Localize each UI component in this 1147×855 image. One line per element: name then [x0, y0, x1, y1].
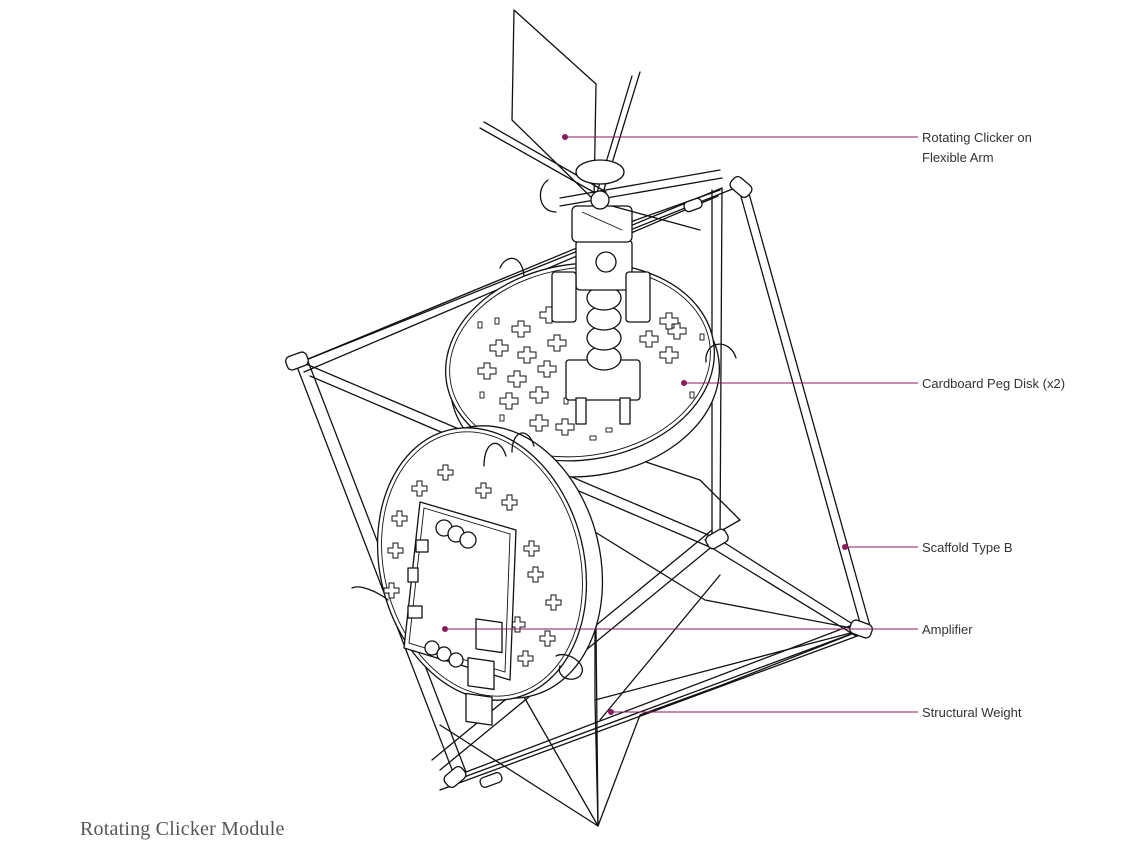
flexible-arm-column [551, 205, 651, 425]
callout-peg-disk: Cardboard Peg Disk (x2) [922, 376, 1065, 391]
callout-leaders [442, 134, 918, 715]
callout-scaffold: Scaffold Type B [922, 540, 1013, 555]
callout-rotating-clicker-line2: Flexible Arm [922, 150, 994, 165]
upper-disk-pegs [477, 306, 687, 436]
callout-rotating-clicker-line1: Rotating Clicker on [922, 130, 1032, 145]
callout-amplifier: Amplifier [922, 622, 973, 637]
lower-disk-pegs [383, 464, 562, 667]
wire-hook [499, 257, 525, 277]
figure-caption: Rotating Clicker Module [80, 818, 285, 840]
wire-hook [705, 343, 737, 363]
callout-structural-weight: Structural Weight [922, 705, 1022, 720]
rotating-clicker-shape [479, 9, 723, 231]
amplifier-board [403, 501, 517, 726]
wire-hook [511, 432, 535, 453]
wire-hook [483, 442, 507, 467]
